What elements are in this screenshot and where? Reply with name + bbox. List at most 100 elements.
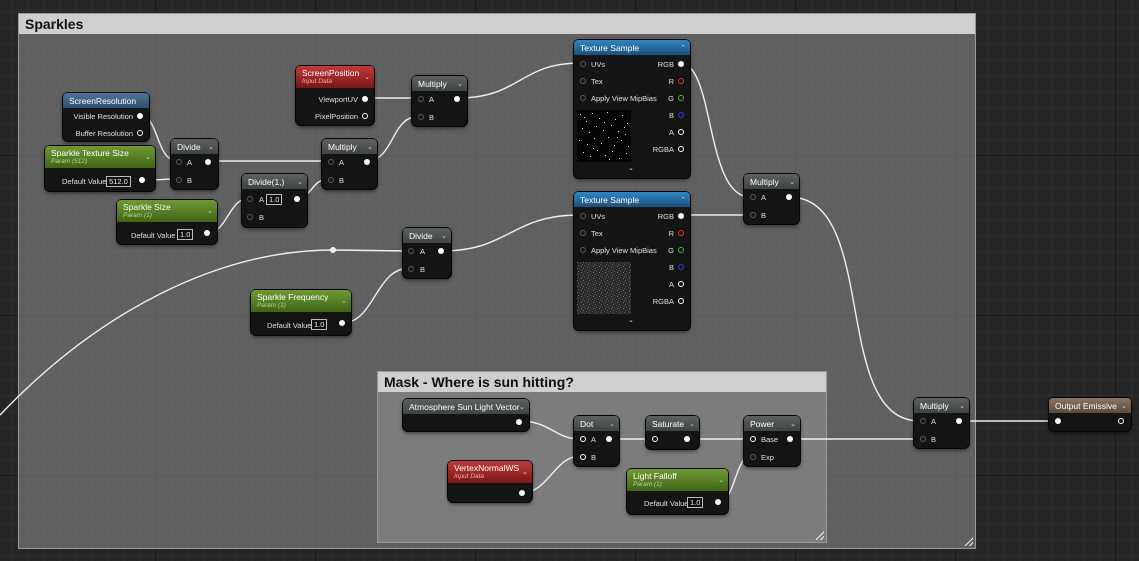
output-pin-a[interactable] (678, 129, 684, 135)
chevron-down-icon[interactable]: ⌄ (522, 469, 528, 476)
default-value-input[interactable]: 512.0 (106, 176, 131, 187)
output-pin-a[interactable] (678, 281, 684, 287)
divide-constant-node[interactable]: Divide(1,)⌄ A 1.0 B (242, 174, 307, 227)
dot-node[interactable]: Dot⌄ A B (574, 416, 619, 466)
output-pin[interactable] (454, 96, 460, 102)
input-pin-a[interactable] (418, 96, 424, 102)
chevron-up-icon[interactable]: ⌃ (680, 196, 686, 204)
output-pin[interactable] (294, 196, 300, 202)
chevron-down-icon[interactable]: ⌄ (628, 317, 634, 324)
multiply-node[interactable]: Multiply⌄ A B (412, 76, 467, 126)
output-pin[interactable] (787, 436, 793, 442)
output-pin[interactable] (205, 159, 211, 165)
input-pin-a[interactable] (920, 418, 926, 424)
output-pin[interactable] (362, 96, 368, 102)
chevron-down-icon[interactable]: ⌄ (457, 80, 463, 88)
output-pin[interactable] (438, 248, 444, 254)
output-pin[interactable] (606, 436, 612, 442)
atmosphere-sun-light-vector-node[interactable]: Atmosphere Sun Light Vector⌄ (403, 399, 529, 431)
input-pin-exp[interactable] (750, 454, 756, 460)
divide-node[interactable]: Divide⌄ A B (171, 139, 218, 189)
sparkle-size-node[interactable]: Sparkle Size Param (1) ⌄ Default Value 1… (117, 200, 217, 244)
chevron-down-icon[interactable]: ⌄ (689, 420, 695, 428)
output-pin[interactable] (715, 499, 721, 505)
sparkles-comment-title[interactable]: Sparkles (19, 14, 975, 34)
chevron-down-icon[interactable]: ⌄ (208, 143, 214, 151)
output-pin[interactable] (519, 490, 525, 496)
output-pin-g[interactable] (678, 247, 684, 253)
input-pin[interactable] (1055, 418, 1061, 424)
output-pin-r[interactable] (678, 78, 684, 84)
output-pin[interactable] (1118, 418, 1124, 424)
input-pin-uvs[interactable] (580, 213, 586, 219)
output-pin[interactable] (204, 230, 210, 236)
output-pin[interactable] (516, 419, 522, 425)
multiply-node[interactable]: Multiply⌄ A B (322, 139, 377, 189)
chevron-down-icon[interactable]: ⌄ (145, 154, 151, 161)
input-pin-b[interactable] (750, 212, 756, 218)
input-pin-uvs[interactable] (580, 61, 586, 67)
chevron-up-icon[interactable]: ⌃ (680, 44, 686, 52)
chevron-down-icon[interactable]: ⌄ (790, 420, 796, 428)
resize-handle-icon[interactable] (964, 537, 973, 546)
chevron-down-icon[interactable]: ⌄ (297, 178, 303, 186)
output-pin[interactable] (364, 159, 370, 165)
chevron-down-icon[interactable]: ⌄ (628, 165, 634, 172)
output-pin[interactable] (362, 113, 368, 119)
default-value-input[interactable]: 1.0 (311, 319, 328, 330)
mask-comment-box[interactable]: Mask - Where is sun hitting? (377, 371, 827, 543)
input-pin-tex[interactable] (580, 78, 586, 84)
chevron-down-icon[interactable]: ⌄ (364, 74, 370, 81)
texture-sample-node[interactable]: Texture Sample⌃ UVs Tex Apply View MipBi… (574, 192, 690, 330)
output-pin-rgba[interactable] (678, 298, 684, 304)
multiply-node[interactable]: Multiply⌄ A B (914, 398, 969, 448)
input-pin-base[interactable] (750, 436, 756, 442)
input-pin-a[interactable] (247, 196, 253, 202)
input-pin-b[interactable] (247, 214, 253, 220)
chevron-down-icon[interactable]: ⌄ (789, 178, 795, 186)
divide-node[interactable]: Divide⌄ A B (403, 228, 451, 278)
sparkle-texture-size-node[interactable]: Sparkle Texture Size Param (512) ⌄ Defau… (45, 146, 155, 191)
output-pin-rgb[interactable] (678, 61, 684, 67)
output-pin[interactable] (684, 436, 690, 442)
input-pin-b[interactable] (920, 436, 926, 442)
chevron-down-icon[interactable]: ⌄ (441, 232, 447, 240)
output-pin-b[interactable] (678, 112, 684, 118)
input-pin-b[interactable] (418, 114, 424, 120)
chevron-down-icon[interactable]: ⌄ (341, 298, 347, 305)
input-pin-a[interactable] (750, 194, 756, 200)
texture-sample-node[interactable]: Texture Sample⌃ UVs Tex Apply View MipBi… (574, 40, 690, 178)
input-pin-b[interactable] (176, 177, 182, 183)
chevron-down-icon[interactable]: ⌄ (519, 403, 525, 411)
output-pin[interactable] (956, 418, 962, 424)
light-falloff-node[interactable]: Light Falloff Param (1) ⌄ Default Value … (627, 469, 728, 514)
output-pin-g[interactable] (678, 95, 684, 101)
sparkle-frequency-node[interactable]: Sparkle Frequency Param (1) ⌄ Default Va… (251, 290, 351, 335)
power-node[interactable]: Power⌄ Base Exp (744, 416, 800, 466)
vertex-normal-ws-node[interactable]: VertexNormalWS Input Data ⌄ (448, 461, 532, 502)
chevron-down-icon[interactable]: ⌄ (959, 402, 965, 410)
input-pin-a[interactable] (176, 159, 182, 165)
chevron-down-icon[interactable]: ⌄ (207, 208, 213, 215)
input-pin[interactable] (652, 436, 658, 442)
mask-comment-title[interactable]: Mask - Where is sun hitting? (378, 372, 826, 392)
input-pin-b[interactable] (328, 177, 334, 183)
chevron-down-icon[interactable]: ⌄ (609, 420, 615, 428)
pin-a-value-input[interactable]: 1.0 (266, 194, 283, 205)
resize-handle-icon[interactable] (815, 531, 824, 540)
chevron-down-icon[interactable]: ⌄ (718, 477, 724, 484)
output-pin-rgba[interactable] (678, 146, 684, 152)
input-pin-a[interactable] (580, 436, 586, 442)
output-emissive-node[interactable]: Output Emissive⌄ (1049, 398, 1131, 431)
output-pin[interactable] (139, 177, 145, 183)
default-value-input[interactable]: 1.0 (687, 497, 704, 508)
output-pin[interactable] (339, 320, 345, 326)
output-pin[interactable] (786, 194, 792, 200)
chevron-down-icon[interactable]: ⌄ (1121, 402, 1127, 410)
saturate-node[interactable]: Saturate⌄ (646, 416, 699, 449)
input-pin-tex[interactable] (580, 230, 586, 236)
input-pin-mipbias[interactable] (580, 247, 586, 253)
input-pin-a[interactable] (328, 159, 334, 165)
output-pin-rgb[interactable] (678, 213, 684, 219)
multiply-node[interactable]: Multiply⌄ A B (744, 174, 799, 224)
